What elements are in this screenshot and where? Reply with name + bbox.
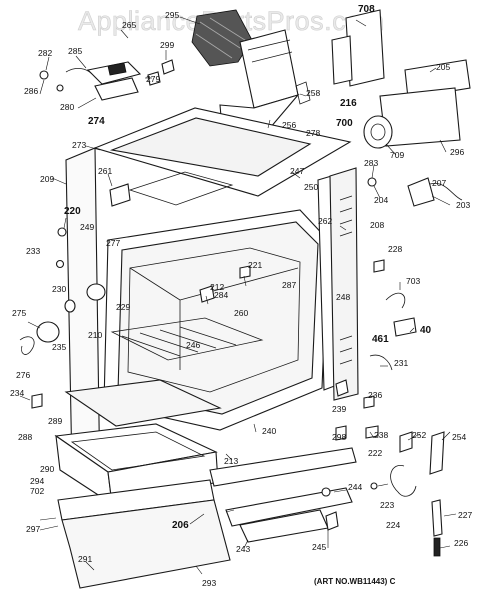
callout-206: 206 [172, 520, 189, 531]
callout-238: 238 [374, 430, 388, 440]
callout-461: 461 [372, 334, 389, 345]
callout-258: 258 [306, 88, 320, 98]
callout-260: 260 [234, 308, 248, 318]
callout-288: 288 [18, 432, 32, 442]
callout-299: 299 [160, 40, 174, 50]
callout-296: 296 [450, 147, 464, 157]
callout-273: 273 [72, 140, 86, 150]
callout-276: 276 [16, 370, 30, 380]
range-body-frame [54, 107, 359, 589]
callout-222: 222 [368, 448, 382, 458]
callout-702: 702 [30, 486, 44, 496]
small-hardware [19, 177, 463, 557]
callout-703: 703 [406, 276, 420, 286]
callout-233: 233 [26, 246, 40, 256]
callout-203: 203 [456, 200, 470, 210]
callout-209: 209 [40, 174, 54, 184]
callout-224: 224 [386, 520, 400, 530]
callout-254: 254 [452, 432, 466, 442]
callout-708: 708 [358, 4, 375, 15]
callout-228: 228 [388, 244, 402, 254]
callout-210: 210 [88, 330, 102, 340]
callout-700: 700 [336, 118, 353, 129]
callout-205: 205 [436, 62, 450, 72]
gas-regulator-assembly [39, 59, 175, 101]
callout-247: 247 [290, 166, 304, 176]
callout-245: 245 [312, 542, 326, 552]
callout-208: 208 [370, 220, 384, 230]
callout-216: 216 [340, 98, 357, 109]
callout-246: 246 [186, 340, 200, 350]
callout-279: 279 [146, 74, 160, 84]
callout-226: 226 [454, 538, 468, 548]
callout-231: 231 [394, 358, 408, 368]
callout-297: 297 [26, 524, 40, 534]
callout-278: 278 [306, 128, 320, 138]
callout-249: 249 [80, 222, 94, 232]
callout-40: 40 [420, 325, 432, 336]
callout-294: 294 [30, 476, 44, 486]
callout-248: 248 [336, 292, 350, 302]
art-number-label: (ART NO.WB11443) C [314, 577, 396, 586]
callout-250: 250 [304, 182, 318, 192]
callout-284: 284 [214, 290, 228, 300]
callout-227: 227 [458, 510, 472, 520]
callout-221: 221 [248, 260, 262, 270]
callout-235: 235 [52, 342, 66, 352]
callout-293: 293 [202, 578, 216, 588]
callout-262: 262 [318, 216, 332, 226]
callout-230: 230 [52, 284, 66, 294]
callout-280: 280 [60, 102, 74, 112]
callout-223: 223 [380, 500, 394, 510]
callout-265: 265 [122, 20, 136, 30]
callout-285: 285 [68, 46, 82, 56]
callout-234: 234 [10, 388, 24, 398]
callout-212: 212 [210, 282, 224, 292]
callout-298: 298 [332, 432, 346, 442]
callout-239: 239 [332, 404, 346, 414]
callout-286: 286 [24, 86, 38, 96]
rear-control-brackets [295, 9, 471, 149]
callout-277: 277 [106, 238, 120, 248]
callout-282: 282 [38, 48, 52, 58]
callout-289: 289 [48, 416, 62, 426]
callout-236: 236 [368, 390, 382, 400]
callout-295: 295 [165, 10, 179, 20]
callout-leader-lines [19, 16, 457, 575]
callout-261: 261 [98, 166, 112, 176]
callout-252: 252 [412, 430, 426, 440]
callout-labels: 295 265 708 282 285 299 279 286 280 274 205 258 216 7… [10, 4, 472, 588]
callout-290: 290 [40, 464, 54, 474]
callout-244: 244 [348, 482, 362, 492]
callout-291: 291 [78, 554, 92, 564]
callout-207: 207 [432, 178, 446, 188]
callout-204: 204 [374, 195, 388, 205]
insulation-blanket [191, 9, 253, 67]
callout-283: 283 [364, 158, 378, 168]
callout-220: 220 [64, 206, 81, 217]
callout-275: 275 [12, 308, 26, 318]
callout-709: 709 [390, 150, 404, 160]
callout-243: 243 [236, 544, 250, 554]
callout-229: 229 [116, 302, 130, 312]
callout-287: 287 [282, 280, 296, 290]
callout-240: 240 [262, 426, 276, 436]
callout-256: 256 [282, 120, 296, 130]
callout-274: 274 [88, 116, 105, 127]
callout-213: 213 [224, 456, 238, 466]
